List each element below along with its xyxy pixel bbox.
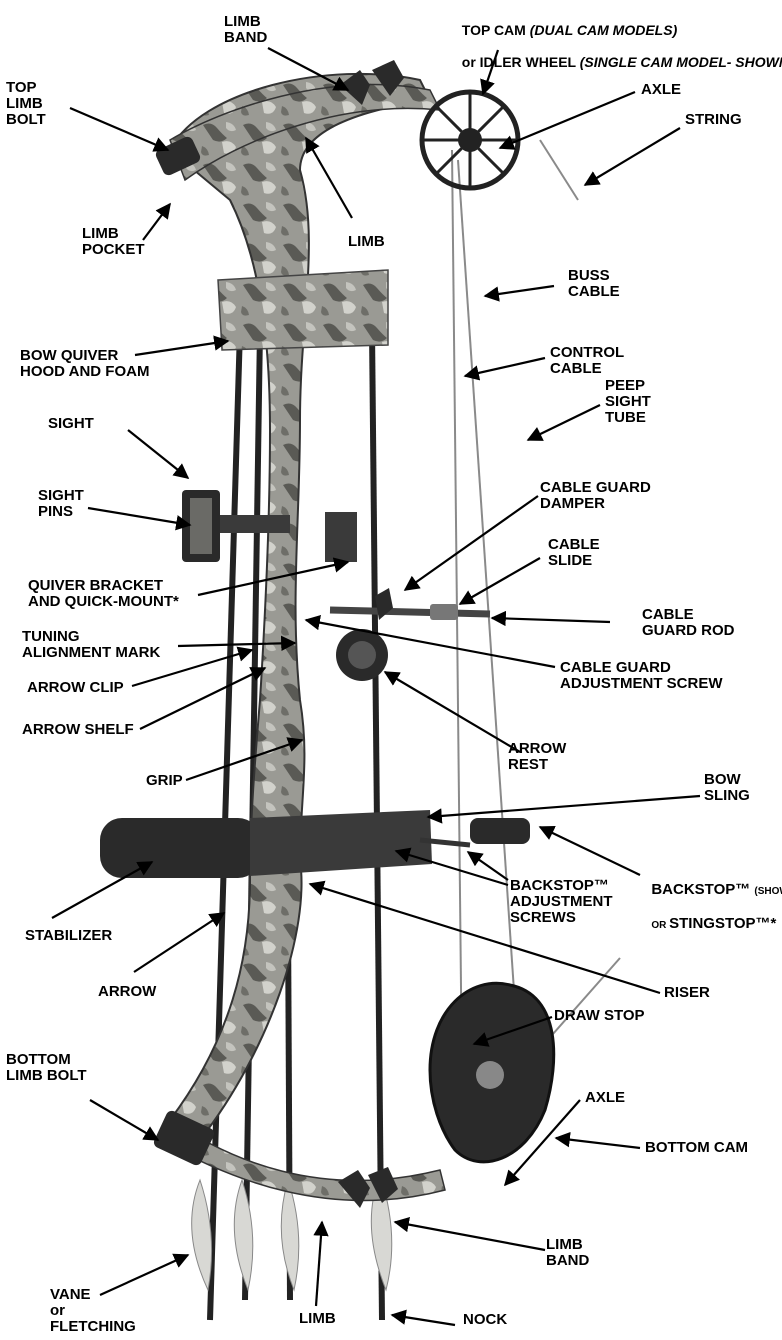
leader-bottom-limb-bolt (90, 1100, 158, 1140)
leader-top-limb-bolt (70, 108, 168, 150)
leader-limb-band-bottom (395, 1222, 545, 1250)
leader-sight (128, 430, 188, 478)
label-buss-cable: BUSS CABLE (568, 268, 620, 300)
leader-stabilizer (52, 862, 152, 918)
label-cable-guard-rod: CABLE GUARD ROD (642, 607, 735, 639)
label-limb-band-bottom: LIMB BAND (546, 1237, 589, 1269)
vane-3 (281, 1180, 299, 1290)
leader-backstop (540, 827, 640, 875)
label-limb-pocket: LIMB POCKET (82, 226, 145, 258)
leader-cable-guard-damper (405, 496, 538, 590)
label-top-limb-bolt: TOP LIMB BOLT (6, 80, 46, 128)
label-sight-pins: SIGHT PINS (38, 488, 84, 520)
leader-arrow-rest (385, 672, 520, 752)
label-peep-sight: PEEP SIGHT TUBE (605, 378, 651, 426)
label-limb-bottom: LIMB (299, 1311, 336, 1327)
label-cable-guard-damper: CABLE GUARD DAMPER (540, 480, 651, 512)
leader-nock (392, 1315, 455, 1325)
label-sight: SIGHT (48, 416, 94, 432)
label-backstop: BACKSTOP™ (SHOWN) OR STINGSTOP™* (643, 866, 782, 934)
label-tuning-mark: TUNING ALIGNMENT MARK (22, 629, 160, 661)
top-cam-text: TOP CAM (462, 22, 530, 38)
leader-cable-slide (460, 558, 540, 604)
top-cam-single-text: (SINGLE CAM MODEL- SHOWN)* (580, 54, 782, 70)
buss-cable-line (458, 160, 520, 1080)
vane-2 (234, 1180, 253, 1290)
label-bow-quiver: BOW QUIVER HOOD AND FOAM (20, 348, 149, 380)
vane-1 (192, 1180, 212, 1290)
label-string: STRING (685, 112, 742, 128)
label-cable-slide: CABLE SLIDE (548, 537, 600, 569)
top-cam-dual-text: (DUAL CAM MODELS) (530, 22, 678, 38)
label-control-cable: CONTROL CABLE (550, 345, 624, 377)
leader-bow-sling (428, 796, 700, 817)
label-quiver-bracket: QUIVER BRACKET AND QUICK-MOUNT* (28, 578, 179, 610)
backstop-shown-text: (SHOWN) (754, 886, 782, 897)
label-bottom-cam: BOTTOM CAM (645, 1140, 748, 1156)
leader-buss-cable (485, 286, 554, 296)
top-cam-or-text: or IDLER WHEEL (462, 54, 580, 70)
label-grip: GRIP (146, 773, 183, 789)
leader-sight-pins (88, 508, 190, 525)
leader-control-cable (465, 358, 545, 376)
label-cable-guard-screw: CABLE GUARD ADJUSTMENT SCREW (560, 660, 723, 692)
backstop-or-text: OR (651, 920, 669, 931)
label-arrow: ARROW (98, 984, 156, 1000)
label-bow-sling: BOW SLING (704, 772, 750, 804)
leader-bottom-cam (556, 1138, 640, 1148)
leader-cable-guard-rod (492, 618, 610, 622)
leader-arrow (134, 913, 224, 972)
label-axle-top: AXLE (641, 82, 681, 98)
backstop-a-text: BACKSTOP™ (651, 881, 754, 898)
backstop-b-text: STINGSTOP™* (669, 915, 776, 932)
label-backstop-screws: BACKSTOP™ ADJUSTMENT SCREWS (510, 878, 613, 926)
label-arrow-clip: ARROW CLIP (27, 680, 124, 696)
quiver-hood (218, 270, 388, 350)
leader-string (585, 128, 680, 185)
label-riser: RISER (664, 985, 710, 1001)
arrow-rest (336, 629, 388, 681)
bow-string-line (540, 140, 578, 200)
label-vane: VANE or FLETCHING (50, 1287, 136, 1335)
label-limb-top: LIMB (348, 234, 385, 250)
bottom-cam (430, 983, 554, 1162)
leader-limb-bottom (316, 1222, 322, 1306)
label-draw-stop: DRAW STOP (554, 1008, 645, 1024)
label-limb-band-top: LIMB BAND (224, 14, 267, 46)
leader-limb-top (306, 138, 352, 218)
label-stabilizer: STABILIZER (25, 928, 112, 944)
label-nock: NOCK (463, 1312, 507, 1328)
leader-limb-pocket (143, 204, 170, 240)
leader-axle-top (500, 92, 635, 148)
top-idler-wheel (422, 92, 518, 188)
label-arrow-shelf: ARROW SHELF (22, 722, 134, 738)
label-arrow-rest: ARROW REST (508, 741, 566, 773)
stabilizer (100, 810, 530, 878)
leader-peep-sight (528, 405, 600, 440)
label-top-cam: TOP CAM (DUAL CAM MODELS) or IDLER WHEEL… (454, 6, 782, 70)
label-axle-bottom: AXLE (585, 1090, 625, 1106)
label-bottom-limb-bolt: BOTTOM LIMB BOLT (6, 1052, 87, 1084)
bottom-limb-band (338, 1167, 398, 1208)
cable-guard (330, 588, 490, 620)
